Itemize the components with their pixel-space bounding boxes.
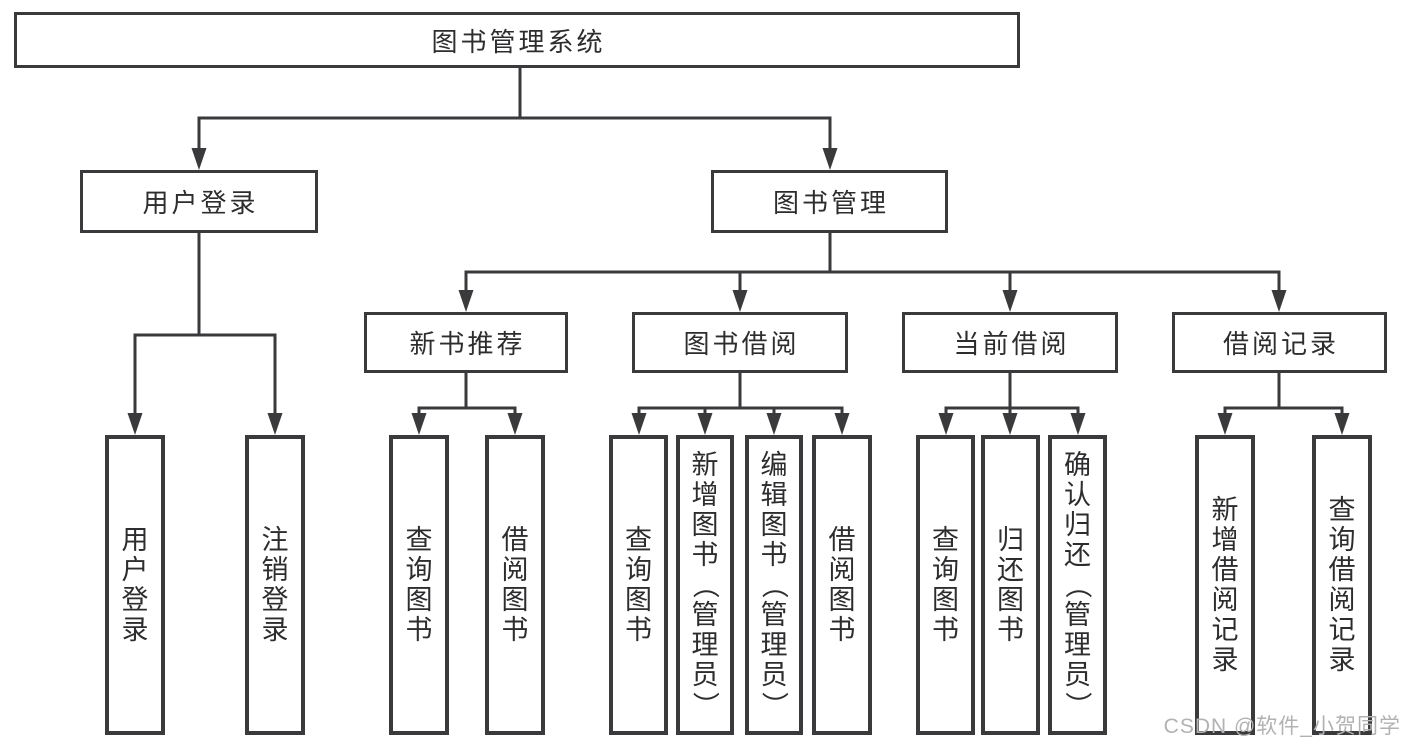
leaf-current-confirm-return-admin: 确认归还（管理员）	[1048, 435, 1107, 735]
node-book-borrowing: 图书借阅	[632, 312, 848, 373]
leaf-borrowing-borrow-books: 借阅图书	[812, 435, 872, 735]
node-root: 图书管理系统	[14, 12, 1020, 68]
leaf-newbook-borrow-books: 借阅图书	[485, 435, 545, 735]
leaf-logout: 注销登录	[245, 435, 305, 735]
node-borrow-records: 借阅记录	[1172, 312, 1387, 373]
leaf-current-return-books: 归还图书	[981, 435, 1040, 735]
node-new-book-recommend: 新书推荐	[364, 312, 568, 373]
leaf-records-add-record: 新增借阅记录	[1195, 435, 1255, 735]
leaf-records-query-record: 查询借阅记录	[1312, 435, 1372, 735]
leaf-borrowing-edit-book-admin: 编辑图书（管理员）	[745, 435, 803, 735]
leaf-newbook-query-books: 查询图书	[389, 435, 449, 735]
node-current-borrowing: 当前借阅	[902, 312, 1118, 373]
node-user-login: 用户登录	[80, 170, 318, 233]
leaf-borrowing-query-books: 查询图书	[609, 435, 668, 735]
leaf-borrowing-add-book-admin: 新增图书（管理员）	[676, 435, 734, 735]
leaf-current-query-books: 查询图书	[916, 435, 975, 735]
leaf-user-login: 用户登录	[105, 435, 165, 735]
node-book-management: 图书管理	[711, 170, 948, 233]
csdn-watermark: CSDN @软件_小贺同学	[1163, 715, 1401, 738]
